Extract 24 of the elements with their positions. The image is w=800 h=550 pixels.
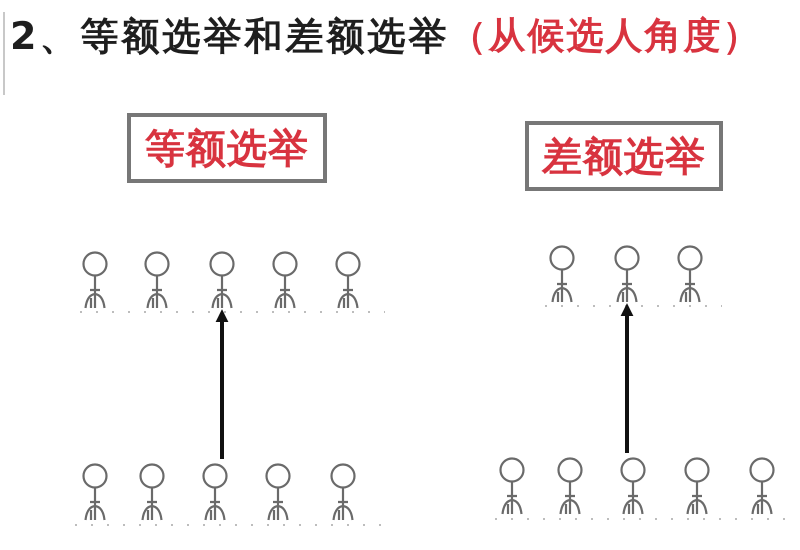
person-icon bbox=[328, 463, 358, 521]
person-icon bbox=[618, 457, 648, 515]
person-icon bbox=[682, 457, 712, 515]
person-icon bbox=[200, 463, 230, 521]
person-icon bbox=[142, 251, 172, 309]
person-icon bbox=[270, 251, 300, 309]
person-icon bbox=[497, 457, 527, 515]
label-box: 差额选举 bbox=[525, 121, 723, 191]
title: 2、等额选举和差额选举 bbox=[10, 13, 450, 60]
person-icon bbox=[547, 245, 577, 303]
arrow bbox=[216, 309, 228, 459]
person-icon bbox=[80, 251, 110, 309]
label-box: 等额选举 bbox=[127, 113, 327, 183]
person-icon bbox=[675, 245, 705, 303]
person-icon bbox=[207, 251, 237, 309]
person-icon bbox=[555, 457, 585, 515]
person-icon bbox=[747, 457, 777, 515]
arrow bbox=[620, 303, 634, 453]
person-icon bbox=[80, 463, 110, 521]
person-icon bbox=[333, 251, 363, 309]
person-icon bbox=[263, 463, 293, 521]
subtitle: （从候选人角度） bbox=[449, 13, 762, 59]
person-icon bbox=[612, 245, 642, 303]
person-icon bbox=[137, 463, 167, 521]
